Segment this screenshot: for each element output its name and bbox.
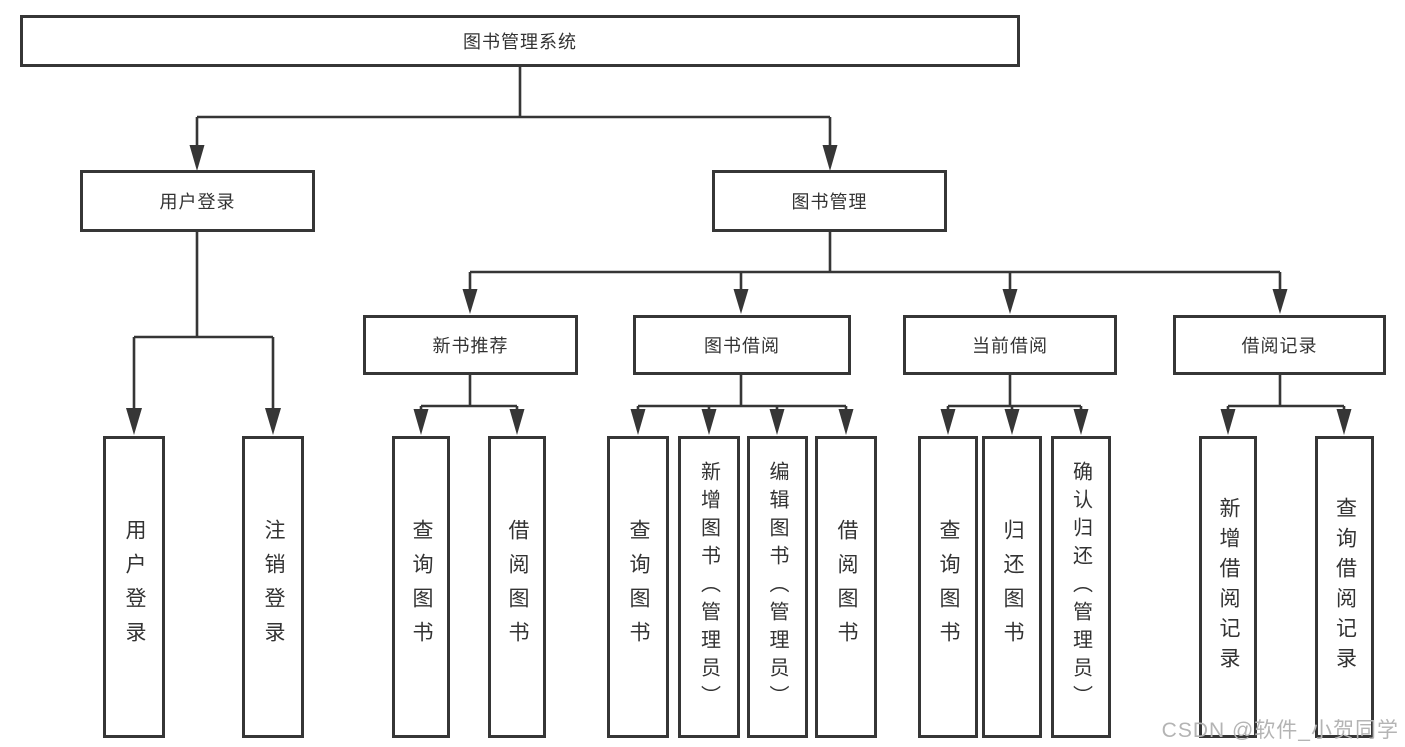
node-book-borrowing: 图书借阅 <box>633 315 851 375</box>
leaf-logout-label: 注销登录 <box>262 519 285 655</box>
leaf-borrow-edit-books-admin-label: 编辑图书（管理员） <box>766 461 788 713</box>
leaf-current-return-books-label: 归还图书 <box>1001 519 1024 655</box>
leaf-newrec-borrow-books: 借阅图书 <box>488 436 546 738</box>
leaf-records-add-borrow-record-label: 新增借阅记录 <box>1217 497 1240 677</box>
leaf-borrow-query-books-label: 查询图书 <box>627 519 650 655</box>
connector-root-to-level2 <box>189 67 838 171</box>
node-borrowing-records: 借阅记录 <box>1173 315 1386 375</box>
connector-book-management-to-level3 <box>462 232 1288 314</box>
node-book-management: 图书管理 <box>712 170 947 232</box>
leaf-current-query-books-label: 查询图书 <box>937 519 960 655</box>
leaf-records-add-borrow-record: 新增借阅记录 <box>1199 436 1257 738</box>
leaf-current-confirm-return-admin-label: 确认归还（管理员） <box>1069 461 1092 713</box>
leaf-records-query-borrow-record: 查询借阅记录 <box>1315 436 1374 738</box>
connector-new-book-rec-to-leaves <box>413 375 525 435</box>
leaf-borrow-query-books: 查询图书 <box>607 436 669 738</box>
leaf-records-query-borrow-record-label: 查询借阅记录 <box>1333 497 1357 677</box>
leaf-current-query-books: 查询图书 <box>918 436 978 738</box>
leaf-borrow-borrow-books: 借阅图书 <box>815 436 877 738</box>
leaf-user-login-label: 用户登录 <box>123 519 146 655</box>
leaf-current-confirm-return-admin: 确认归还（管理员） <box>1051 436 1111 738</box>
node-new-book-recommendation: 新书推荐 <box>363 315 578 375</box>
connector-current-borrow-to-leaves <box>940 375 1089 435</box>
node-root-library-management-system: 图书管理系统 <box>20 15 1020 67</box>
leaf-user-login: 用户登录 <box>103 436 165 738</box>
connector-book-borrow-to-leaves <box>630 375 854 435</box>
node-user-login: 用户登录 <box>80 170 315 232</box>
leaf-borrow-borrow-books-label: 借阅图书 <box>835 519 858 655</box>
connector-user-login-to-leaves <box>126 232 281 435</box>
leaf-newrec-query-books: 查询图书 <box>392 436 450 738</box>
leaf-logout: 注销登录 <box>242 436 304 738</box>
csdn-watermark: CSDN @软件_小贺同学 <box>1161 719 1399 742</box>
leaf-newrec-query-books-label: 查询图书 <box>410 519 433 655</box>
connector-borrow-records-to-leaves <box>1220 375 1352 435</box>
leaf-borrow-edit-books-admin: 编辑图书（管理员） <box>747 436 808 738</box>
leaf-current-return-books: 归还图书 <box>982 436 1042 738</box>
leaf-borrow-add-books-admin: 新增图书（管理员） <box>678 436 740 738</box>
leaf-borrow-add-books-admin-label: 新增图书（管理员） <box>697 461 720 713</box>
leaf-newrec-borrow-books-label: 借阅图书 <box>506 519 529 655</box>
node-current-borrowing: 当前借阅 <box>903 315 1117 375</box>
